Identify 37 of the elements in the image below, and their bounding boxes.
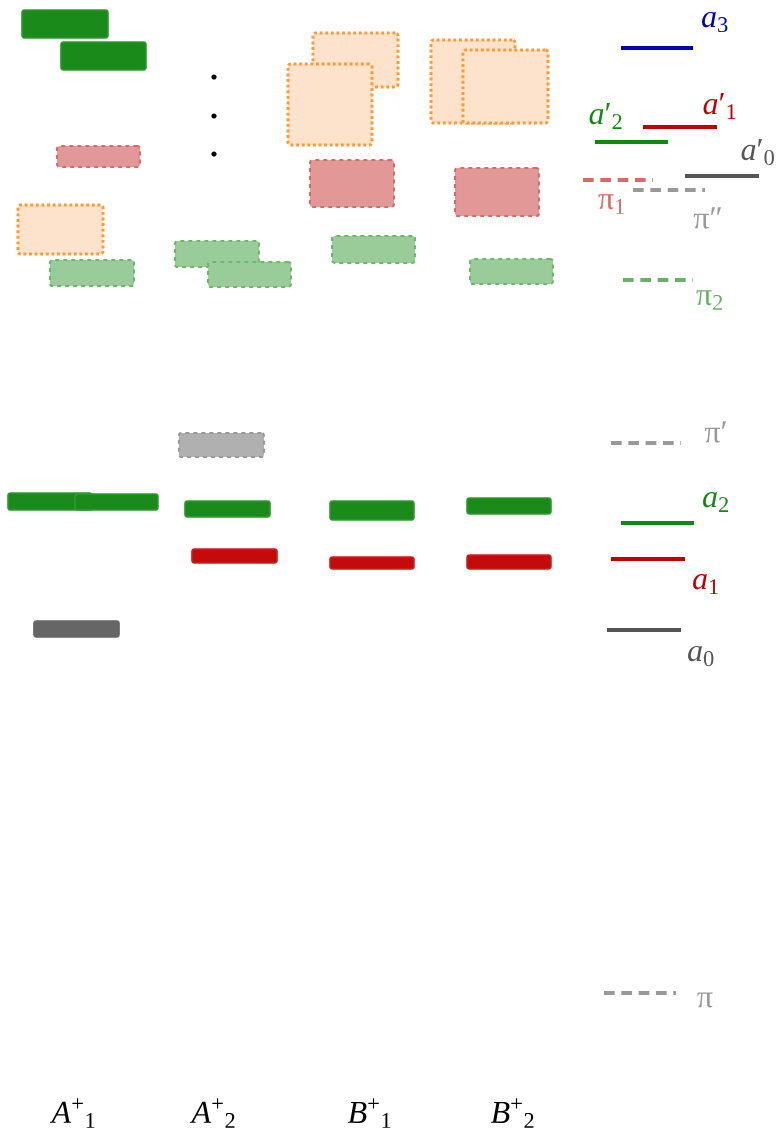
column-label: A$^{+}$2 bbox=[189, 1098, 235, 1128]
level-label: a′$_{0}$ bbox=[741, 138, 774, 166]
level-label: a$_{3}$ bbox=[702, 11, 728, 33]
column-label: B$^{+}$2 bbox=[490, 1098, 534, 1128]
energy-level-box bbox=[468, 257, 555, 286]
energy-level-box bbox=[308, 158, 396, 209]
energy-level-box bbox=[453, 166, 541, 218]
level-label: π$_{2}$ bbox=[696, 290, 723, 310]
level-label: π′ bbox=[704, 421, 726, 443]
level-label: a$_{1}$ bbox=[693, 574, 718, 595]
energy-level-box bbox=[21, 9, 109, 39]
level-label: π″ bbox=[693, 207, 721, 229]
level-label: a′$_{2}$ bbox=[589, 103, 622, 129]
energy-level-box bbox=[191, 548, 278, 564]
energy-level-box bbox=[466, 497, 552, 515]
energy-level-box bbox=[33, 620, 120, 638]
energy-level-box bbox=[206, 260, 293, 289]
energy-level-box bbox=[330, 234, 417, 265]
energy-level-box bbox=[60, 41, 147, 71]
energy-level-box bbox=[48, 258, 136, 288]
energy-level-box bbox=[329, 500, 415, 521]
level-label: a$_{0}$ bbox=[688, 645, 714, 667]
energy-level-box bbox=[55, 144, 142, 169]
energy-level-box bbox=[177, 431, 266, 459]
energy-level-box bbox=[461, 48, 550, 125]
level-label: a′$_{1}$ bbox=[703, 93, 736, 119]
energy-level-box bbox=[329, 556, 415, 570]
energy-level-box bbox=[184, 500, 271, 518]
level-label: π$_{1}$ bbox=[598, 194, 624, 214]
energy-level-box bbox=[286, 62, 374, 147]
energy-level-box bbox=[74, 493, 159, 511]
energy-level-box bbox=[466, 554, 552, 570]
level-label: a$_{2}$ bbox=[703, 492, 728, 513]
column-label: B$^{+}$1 bbox=[347, 1098, 391, 1128]
level-label: π bbox=[697, 992, 713, 1008]
column-label: A$^{+}$1 bbox=[49, 1098, 95, 1128]
energy-level-box bbox=[16, 203, 105, 256]
